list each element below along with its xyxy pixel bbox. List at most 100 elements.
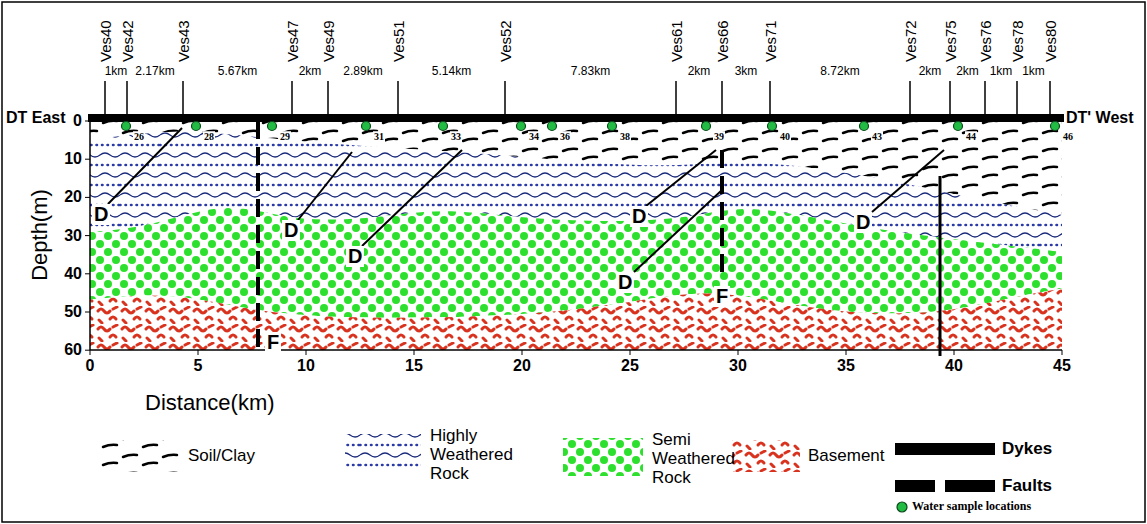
legend-sample: [563, 438, 643, 476]
ves-tick: [327, 81, 329, 116]
spacing-label: 1km: [1022, 65, 1045, 79]
spacing-label: 2km: [688, 65, 711, 79]
sample-number: 31: [373, 131, 385, 143]
ves-tick: [909, 81, 911, 116]
fault-label: F: [714, 286, 730, 307]
ves-tick: [126, 81, 128, 116]
distance-tick: 15: [405, 357, 423, 375]
dyke-label: D: [854, 212, 872, 233]
spacing-label: 2km: [299, 65, 322, 79]
axis-title: Depth(m): [27, 189, 52, 281]
water-sample-dot: [517, 122, 526, 131]
axis-tick: [738, 350, 739, 355]
axis-tick: [306, 350, 307, 355]
sample-number: 44: [965, 131, 977, 143]
axis-tick: [85, 273, 90, 274]
dyke-label: D: [616, 272, 634, 293]
depth-tick: 60: [64, 341, 82, 359]
water-sample-dot: [268, 122, 277, 131]
spacing-label: 2.17km: [135, 65, 174, 79]
ves-label: Ves61: [668, 20, 685, 62]
sample-number: 43: [871, 131, 883, 143]
ves-label: Ves66: [714, 20, 731, 62]
spacing-label: 2km: [919, 65, 942, 79]
spacing-label: 1km: [105, 65, 128, 79]
legend-sample: [895, 443, 995, 455]
semi-weathered-layer: [90, 208, 1062, 318]
sample-number: 34: [528, 131, 540, 143]
depth-tick: 50: [64, 303, 82, 321]
legend-label: Dykes: [1002, 439, 1052, 459]
ves-tick: [397, 81, 399, 116]
water-sample-dot: [702, 122, 711, 131]
dyke-line: [646, 150, 716, 206]
water-sample-dot: [1051, 122, 1060, 131]
ves-label: Ves80: [1042, 20, 1059, 62]
dyke-line: [108, 128, 182, 204]
water-sample-dot: [192, 122, 201, 131]
profile-bar: [88, 114, 1064, 122]
dyke-label: D: [282, 220, 300, 241]
sample-number: 28: [203, 131, 215, 143]
depth-tick: 40: [64, 265, 82, 283]
ves-tick: [769, 81, 771, 116]
legend-sample: [345, 434, 421, 472]
sample-number: 46: [1062, 131, 1074, 143]
legend-label: Highly Weathered Rock: [430, 426, 525, 483]
axis-tick: [522, 350, 523, 355]
ves-label: Ves43: [175, 20, 192, 62]
ves-tick: [182, 81, 184, 116]
spacing-label: 8.72km: [820, 65, 859, 79]
axis-tick: [85, 235, 90, 236]
ves-tick: [949, 81, 951, 116]
ves-label: Ves42: [119, 20, 136, 62]
spacing-label: 2km: [956, 65, 979, 79]
ves-label: Ves51: [390, 20, 407, 62]
ves-tick: [504, 81, 506, 116]
distance-tick: 10: [297, 357, 315, 375]
spacing-label: 5.14km: [432, 65, 471, 79]
profile-end: DT' West: [1066, 109, 1134, 127]
water-sample-dot: [548, 122, 557, 131]
dyke-line: [362, 150, 462, 246]
axis-tick: [90, 350, 91, 355]
dyke-label: D: [630, 206, 648, 227]
distance-tick: 20: [513, 357, 531, 375]
dyke-line: [634, 190, 722, 272]
fault-line: [720, 150, 724, 272]
spacing-label: 7.83km: [571, 65, 610, 79]
distance-tick: 45: [1053, 357, 1071, 375]
water-sample-dot: [122, 122, 131, 131]
legend-label: Soil/Clay: [188, 446, 255, 466]
sample-number: 26: [133, 131, 145, 143]
spacing-label: 1km: [990, 65, 1013, 79]
depth-tick: 0: [73, 112, 82, 130]
spacing-label: 2.89km: [343, 65, 382, 79]
legend-label: Faults: [1002, 476, 1052, 496]
ves-label: Ves72: [902, 20, 919, 62]
distance-tick: 35: [837, 357, 855, 375]
axis-tick: [630, 350, 631, 355]
legend-sample: [945, 480, 995, 492]
water-sample-dot: [362, 122, 371, 131]
axis-tick: [1062, 350, 1063, 355]
ves-tick: [1016, 81, 1018, 116]
water-sample-dot: [608, 122, 617, 131]
ves-label: Ves49: [320, 20, 337, 62]
sample-number: 29: [279, 131, 291, 143]
legend-sample: [100, 440, 180, 472]
depth-tick: 20: [64, 188, 82, 206]
water-sample-dot: [439, 122, 448, 131]
ves-label: Ves78: [1009, 20, 1026, 62]
ves-tick: [1049, 81, 1051, 116]
legend-sample: [895, 480, 935, 492]
depth-tick: 10: [64, 150, 82, 168]
axis-tick: [85, 159, 90, 160]
distance-axis: [90, 349, 1062, 351]
axis-tick: [85, 312, 90, 313]
dyke-label: D: [92, 204, 110, 225]
sample-number: 38: [619, 131, 631, 143]
sample-number: 39: [713, 131, 725, 143]
axis-tick: [85, 197, 90, 198]
